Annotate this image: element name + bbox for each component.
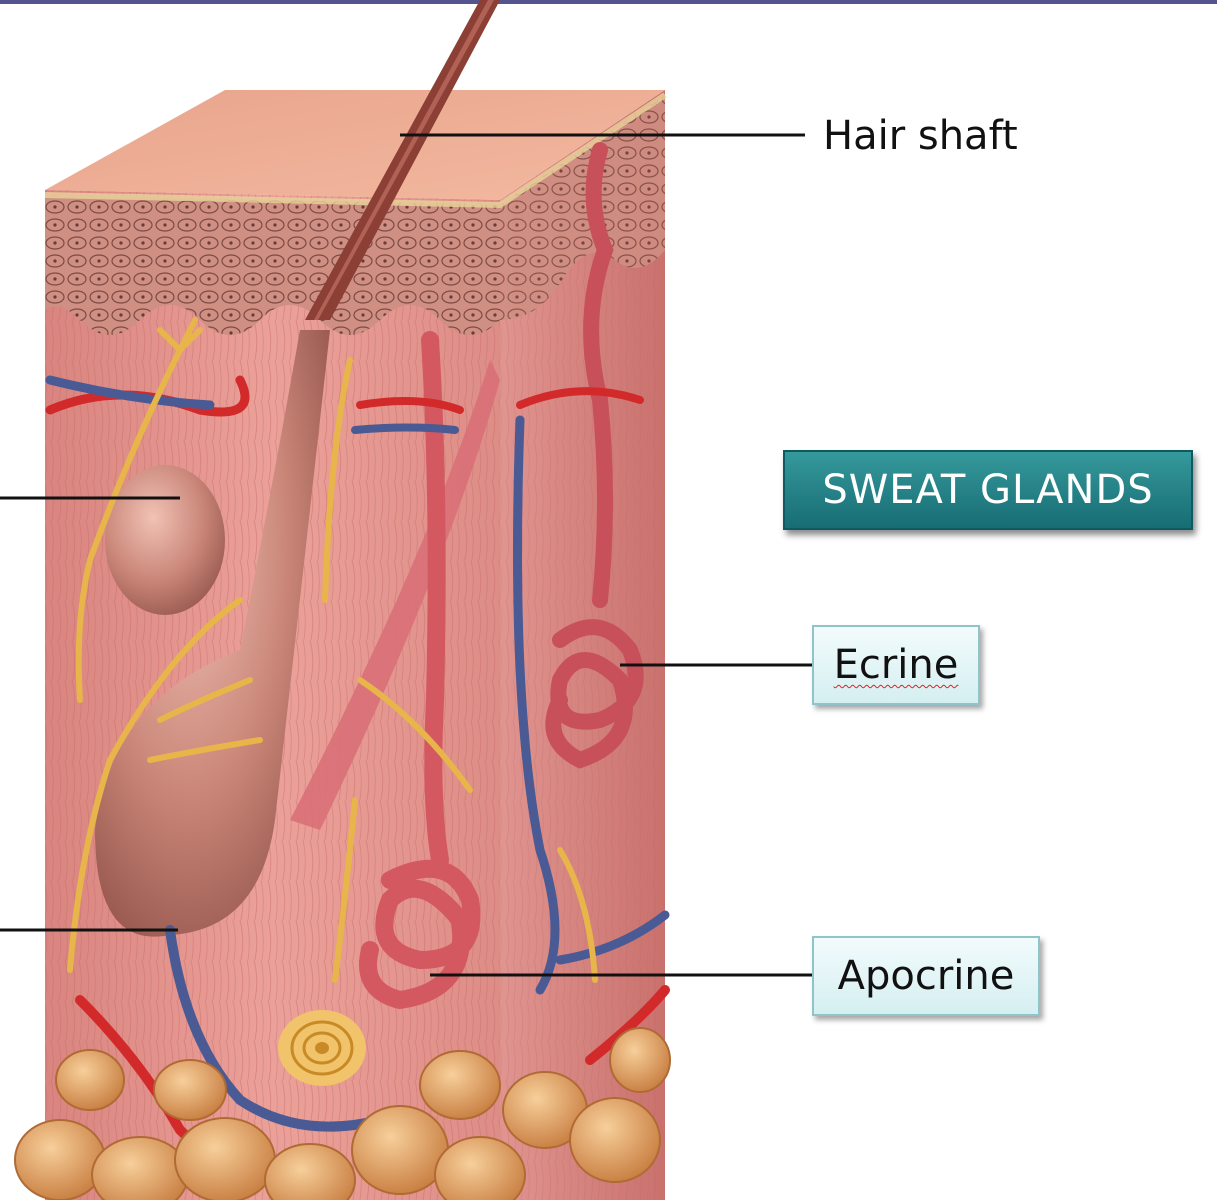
sebaceous-gland xyxy=(105,465,225,615)
sweat-glands-title: SWEAT GLANDS xyxy=(783,450,1193,530)
subcutaneous-fat xyxy=(14,1027,671,1200)
apocrine-label: Apocrine xyxy=(812,936,1040,1016)
hair-follicle xyxy=(95,330,330,937)
top-border xyxy=(0,0,1217,4)
skin-surface xyxy=(45,90,665,200)
pacinian-corpuscle xyxy=(278,1010,366,1086)
hair-shaft-label: Hair shaft xyxy=(823,113,1018,159)
ecrine-label: Ecrine xyxy=(812,625,980,705)
vein xyxy=(45,375,215,410)
nerves xyxy=(67,317,598,983)
ecrine-gland xyxy=(545,142,644,769)
arrector-pili-muscle xyxy=(290,360,500,830)
epidermis xyxy=(45,195,500,335)
